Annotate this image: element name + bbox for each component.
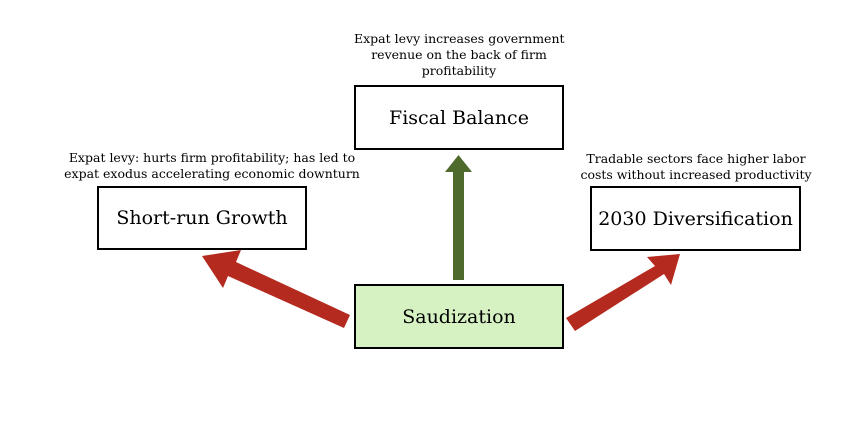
annotation-line: costs without increased productivity	[580, 167, 812, 182]
arrow-to-short-run-growth-icon	[202, 250, 350, 328]
arrow-to-2030-diversification-icon	[566, 254, 680, 331]
fiscal-balance-box: Fiscal Balance	[354, 85, 564, 150]
annotation-line: expat exodus accelerating economic downt…	[64, 166, 360, 181]
annotation-line: Expat levy increases government	[354, 31, 565, 46]
annotation-line: Tradable sectors face higher labor	[586, 151, 806, 166]
fiscal-balance-label: Fiscal Balance	[389, 106, 529, 129]
short-run-growth-box: Short-run Growth	[97, 186, 307, 250]
saudization-box: Saudization	[354, 284, 564, 349]
diversification-label: 2030 Diversification	[598, 207, 793, 230]
short-run-growth-annotation: Expat levy: hurts firm profitability; ha…	[62, 150, 362, 182]
diversification-annotation: Tradable sectors face higher labor costs…	[580, 151, 812, 183]
saudization-label: Saudization	[402, 305, 516, 328]
fiscal-balance-annotation: Expat levy increases government revenue …	[354, 31, 565, 79]
short-run-growth-label: Short-run Growth	[116, 207, 288, 229]
arrow-to-fiscal-balance-icon	[445, 155, 472, 280]
diversification-box: 2030 Diversification	[590, 186, 801, 251]
annotation-line: profitability	[421, 63, 497, 78]
annotation-line: revenue on the back of firm	[371, 47, 547, 62]
annotation-line: Expat levy: hurts firm profitability; ha…	[68, 150, 356, 165]
